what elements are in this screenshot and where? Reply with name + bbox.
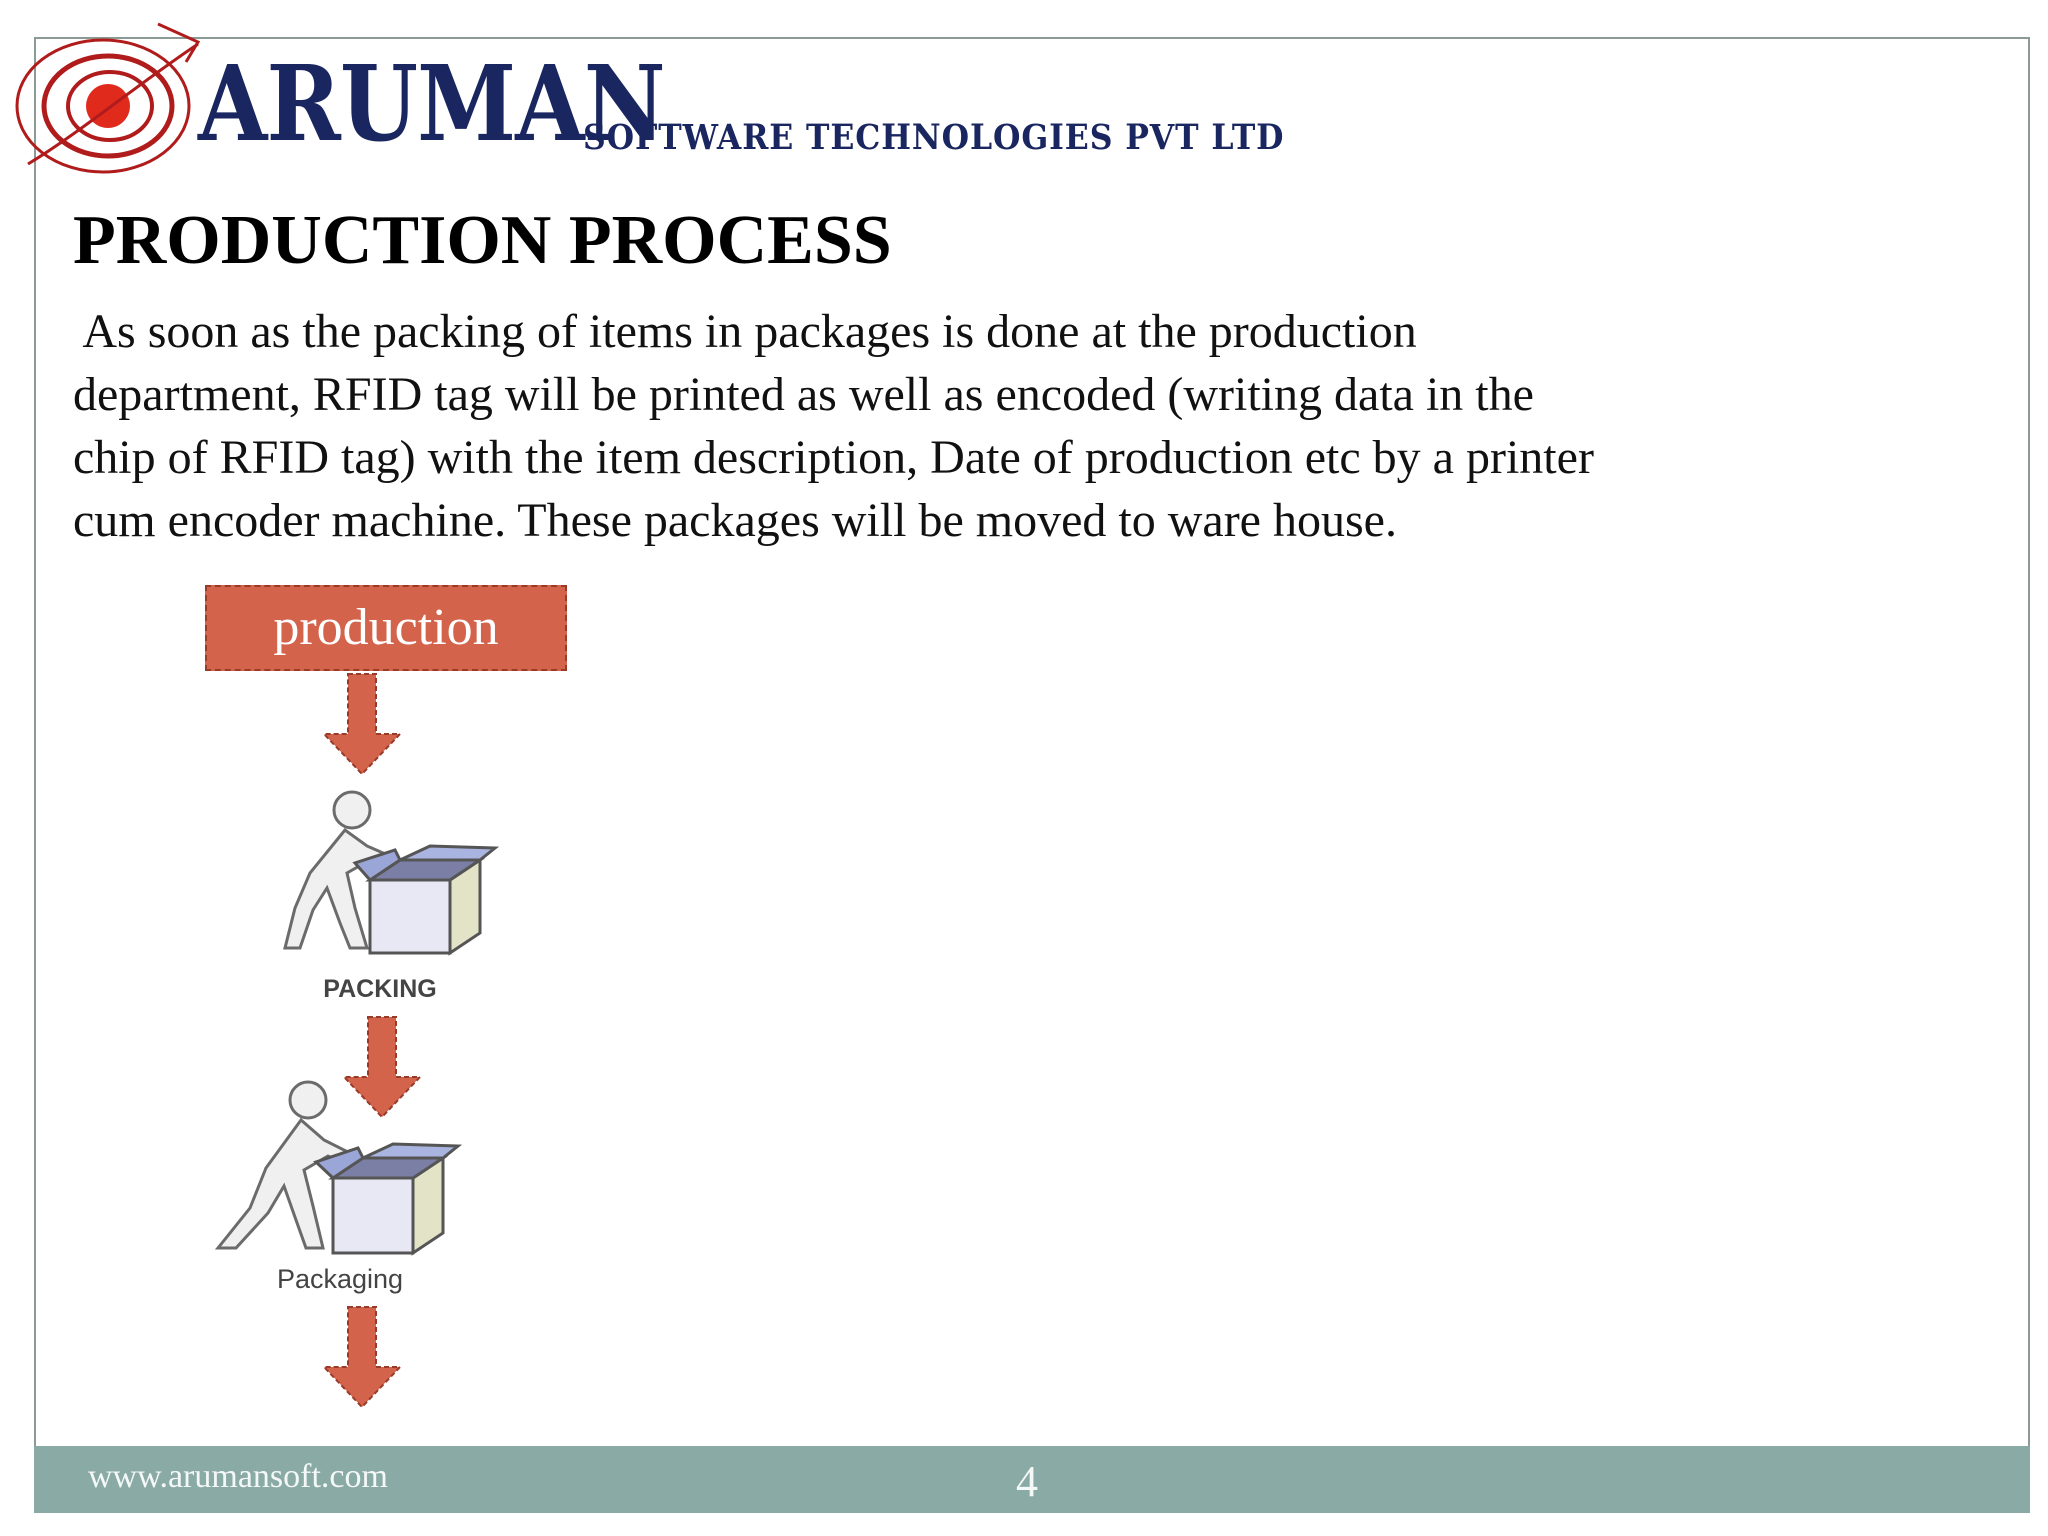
page-number: 4: [1016, 1457, 1038, 1506]
brand-name: ARUMAN: [198, 42, 666, 165]
packing-label: PACKING: [323, 975, 437, 1003]
down-arrow-icon: [321, 673, 403, 776]
production-box: production: [205, 585, 567, 671]
aruman-logo: [15, 22, 201, 174]
body-paragraph: As soon as the packing of items in packa…: [73, 300, 1973, 552]
packaging-figure-icon: [214, 1080, 463, 1256]
brand-subtitle: SOFTWARE TECHNOLOGIES PVT LTD: [583, 117, 1285, 158]
body-line: chip of RFID tag) with the item descript…: [73, 431, 1594, 484]
body-line: As soon as the packing of items in packa…: [73, 305, 1417, 358]
body-line: cum encoder machine. These packages will…: [73, 494, 1397, 547]
body-line: department, RFID tag will be printed as …: [73, 368, 1534, 421]
footer-website: www.arumansoft.com: [88, 1458, 388, 1495]
packing-figure-icon: [283, 790, 500, 956]
down-arrow-icon: [321, 1306, 403, 1409]
page-title: PRODUCTION PROCESS: [73, 202, 892, 279]
packaging-label: Packaging: [276, 1264, 404, 1294]
target-icon: [15, 22, 201, 174]
footer-bar: www.arumansoft.com 4: [34, 1446, 2030, 1513]
down-arrow-icon: [341, 1016, 423, 1119]
